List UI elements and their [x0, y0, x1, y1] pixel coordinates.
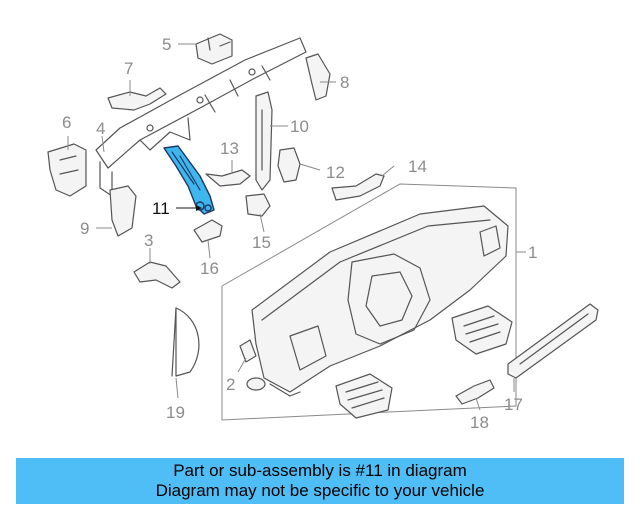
callout-labels: 1 2 3 4 5 6 7 8 9 10 11 12 13 14 15 16 1… [62, 35, 537, 432]
part-6-bracket [47, 143, 87, 197]
air-vent-right [451, 305, 513, 355]
callout-9: 9 [80, 219, 89, 238]
part-13-bracket [205, 169, 251, 187]
callout-6: 6 [62, 113, 71, 132]
callout-2: 2 [226, 375, 235, 394]
parts-diagram: 1 2 3 4 5 6 7 8 9 10 11 12 13 14 15 16 1… [47, 33, 599, 432]
callout-14: 14 [408, 157, 427, 176]
callout-3: 3 [144, 231, 153, 250]
callout-13: 13 [220, 139, 239, 158]
leader-lines [67, 43, 526, 411]
info-banner: Part or sub-assembly is #11 in diagram D… [16, 458, 624, 504]
callout-12: 12 [326, 163, 345, 182]
banner-line-2: Diagram may not be specific to your vehi… [155, 481, 485, 500]
part-12-bracket [277, 147, 301, 183]
air-vent-lower [335, 373, 393, 419]
callout-5: 5 [162, 35, 171, 54]
callout-19: 19 [166, 403, 185, 422]
part-19-panel [171, 307, 200, 377]
part-1-instrument-panel [221, 183, 517, 421]
callout-1: 1 [528, 243, 537, 262]
part-10-support [255, 91, 273, 191]
part-8-bracket [305, 53, 331, 101]
part-17-bar [507, 303, 599, 379]
part-18-bracket [455, 379, 495, 405]
callout-10: 10 [290, 117, 309, 136]
part-15-bracket [245, 193, 271, 217]
callout-4: 4 [96, 119, 105, 138]
part-5-bracket [195, 33, 233, 65]
part-4-cross-member [95, 37, 307, 197]
callout-17: 17 [504, 395, 523, 414]
callout-16: 16 [200, 259, 219, 278]
part-2-clip [239, 339, 266, 391]
callout-11: 11 [152, 199, 170, 218]
part-11-brace-highlighted [163, 145, 215, 215]
callout-7: 7 [124, 59, 133, 78]
part-7-bracket [107, 87, 167, 111]
callout-18: 18 [470, 413, 489, 432]
part-16-bracket [193, 219, 223, 243]
part-9-bracket [109, 185, 137, 237]
part-14-bracket [331, 173, 385, 201]
callout-8: 8 [340, 73, 349, 92]
callout-15: 15 [252, 233, 271, 252]
banner-line-1: Part or sub-assembly is #11 in diagram [173, 461, 467, 480]
part-3-bracket [133, 261, 181, 289]
